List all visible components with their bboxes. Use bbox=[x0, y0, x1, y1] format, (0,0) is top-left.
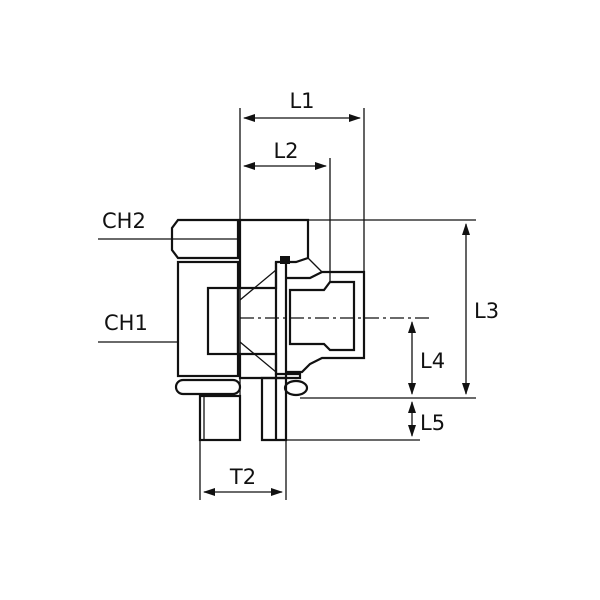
dimension-l1: L1 bbox=[239, 89, 365, 440]
leader-ch1: CH1 bbox=[98, 311, 178, 343]
label-l4: L4 bbox=[420, 349, 445, 373]
dimension-l2: L2 bbox=[243, 139, 331, 282]
label-l3: L3 bbox=[474, 299, 499, 323]
dimension-t2: T2 bbox=[199, 440, 287, 500]
o-ring bbox=[283, 379, 309, 397]
dimension-l4: L4 bbox=[408, 321, 445, 395]
side-outlet bbox=[286, 220, 366, 374]
label-ch2: CH2 bbox=[102, 209, 146, 233]
dimension-l3: L3 bbox=[300, 219, 499, 399]
label-l1: L1 bbox=[289, 89, 314, 113]
collar bbox=[174, 378, 242, 396]
hex-body-ch1 bbox=[176, 260, 240, 378]
label-t2: T2 bbox=[229, 465, 256, 489]
label-ch1: CH1 bbox=[104, 311, 148, 335]
dimension-l5: L5 bbox=[286, 401, 445, 441]
thread-stud bbox=[198, 394, 242, 442]
label-l5: L5 bbox=[420, 411, 445, 435]
hex-nut-ch2 bbox=[170, 218, 240, 260]
leader-ch2: CH2 bbox=[98, 209, 172, 240]
label-l2: L2 bbox=[273, 139, 298, 163]
section-body bbox=[238, 218, 310, 442]
